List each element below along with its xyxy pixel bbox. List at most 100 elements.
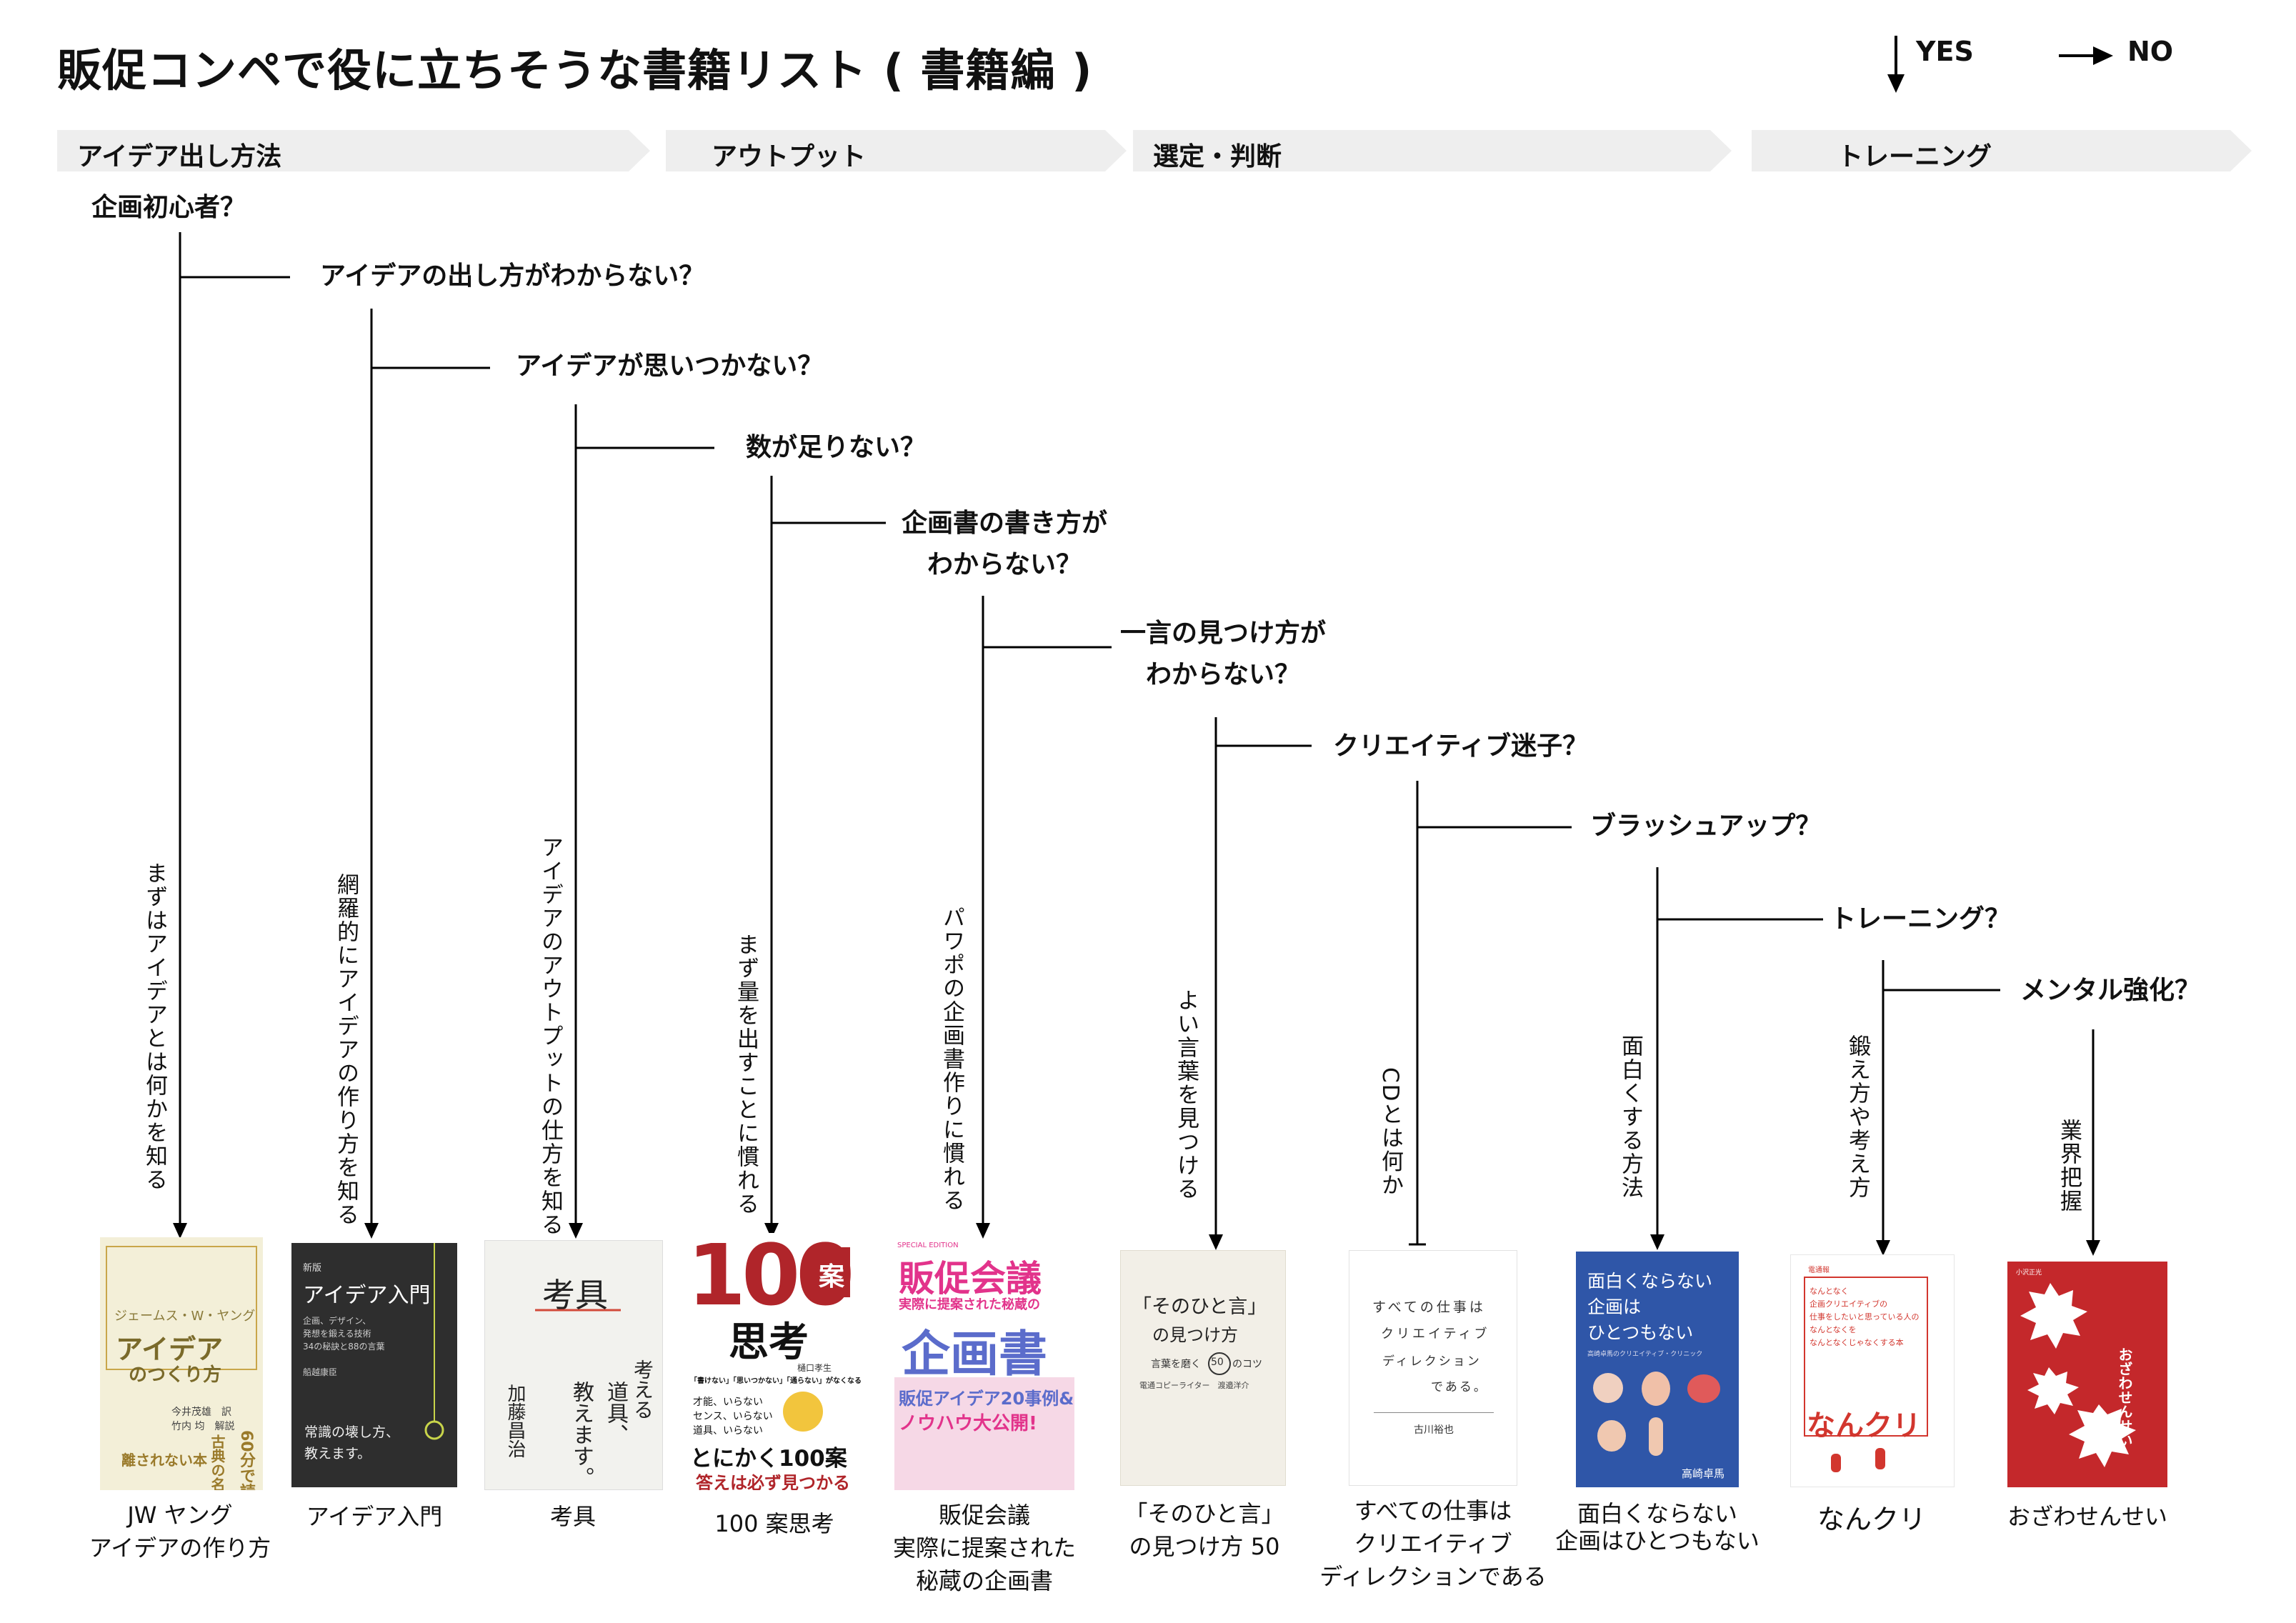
cover-copy: 道具、 (603, 1381, 628, 1445)
cover-tagline: 教えます。 (304, 1446, 371, 1462)
cover-tagline: 常識の壊し方、 (304, 1424, 400, 1440)
cover-copy: 道具、いらない (693, 1425, 763, 1437)
branch-label: まずはアイデアとは何かを知る (141, 862, 167, 1192)
category-label: 選定・判断 (1153, 142, 1282, 171)
cover-author: 樋口孝生 (797, 1363, 832, 1373)
category-band-idea: アイデア出し方法 (57, 130, 650, 171)
person-icon (1831, 1454, 1841, 1472)
book-cover-idea-intro[interactable]: 新版 アイデア入門 企画、デザイン、 発想を鍛える技術 34の秘訣と88の言葉 … (291, 1243, 457, 1487)
category-band-output: アウトプット (666, 130, 1127, 171)
book-cover-omoshiroku[interactable]: 面白くならない 企画は ひとつもない 高崎卓馬のクリエイティブ・クリニック 高崎… (1576, 1252, 1739, 1487)
legend-no-label: NO (2127, 36, 2174, 67)
category-label: アイデア出し方法 (77, 142, 282, 171)
legend: YES NO (1872, 29, 2200, 93)
book-cover-kougu[interactable]: 考具 考える 道具、 教えます。 加藤昌治 (484, 1240, 663, 1490)
category-band-selection: 選定・判断 (1133, 130, 1732, 171)
branch-label: 鍛え方や考え方 (1845, 1034, 1870, 1199)
book-cover-creative-direction[interactable]: すべての仕事は クリエイティブ ディレクション である。 古川裕也 (1349, 1250, 1517, 1486)
cover-subtitle: の見つけ方 (1152, 1325, 1238, 1345)
question-find-phrase: 一言の見つけ方が わからない？ (1120, 619, 1327, 689)
question-creative-lost: クリエイティブ迷子？ (1333, 731, 1589, 761)
book-caption: 販促会議 実際に提案された 秘蔵の企画書 (892, 1502, 1076, 1594)
question-no-ideas: アイデアが思いつかない？ (516, 351, 824, 381)
person-icon (1875, 1448, 1885, 1469)
band-arrow-shape (1133, 130, 1732, 171)
down-arrow-icon (1887, 36, 1905, 93)
legend-yes-label: YES (1916, 36, 1974, 67)
book-caption: 100 案思考 (714, 1510, 834, 1537)
cover-copy: のコツ (1232, 1359, 1262, 1370)
branch-label: 網羅的にアイデアの作り方を知る (333, 873, 359, 1227)
cover-copy: 才能、いらない (693, 1397, 763, 1408)
cover-sticker (783, 1392, 823, 1432)
cover-subtitle: 実際に提案された秘蔵の (899, 1297, 1040, 1312)
cover-title: 考具 (542, 1276, 608, 1314)
branch-label: まず量を出すことに慣れる (733, 933, 759, 1216)
cover-title: なんクリ (1807, 1409, 1921, 1442)
branch-label: パワポの企画書作りに慣れる (939, 906, 964, 1212)
ear-icon (1642, 1372, 1670, 1406)
cover-title: 「そのひと言」 (1132, 1296, 1267, 1318)
band-arrow-shape (1752, 130, 2252, 171)
question-brushup: ブラッシュアップ？ (1590, 812, 1822, 841)
cover-tagline: 「書けない」「思いつかない」「通らない」がなくなる (690, 1377, 862, 1385)
cover-frame (106, 1246, 257, 1370)
cover-band-text: 古典の名著 (209, 1434, 226, 1490)
cover-circle (1208, 1352, 1231, 1375)
book-cover-100-ideas[interactable]: 100 案 思考 樋口孝生 「書けない」「思いつかない」「通らない」がなくなる … (686, 1233, 864, 1490)
book-cover-sono-hitokoto[interactable]: 「そのひと言」 の見つけ方 言葉を磨く 50 のコツ 電通コピーライター 渡邉洋… (1120, 1250, 1286, 1486)
question-not-enough: 数が足りない？ (746, 433, 927, 462)
book-cover-idea-making[interactable]: ジェームス・W・ヤング アイデア のつくり方 今井茂雄 訳 竹内 均 解説 60… (100, 1237, 263, 1490)
cover-band-text: 60分で読める (237, 1430, 255, 1490)
cover-author: 電通コピーライター 渡邉洋介 (1139, 1381, 1249, 1390)
cover-title: アイデア (116, 1334, 224, 1365)
cover-number: 50 (1211, 1357, 1224, 1368)
cover-author: 古川裕也 (1414, 1424, 1454, 1436)
cover-label: SPECIAL EDITION (897, 1242, 959, 1249)
band-arrow-shape (57, 130, 650, 171)
question-mental: メンタル強化？ (2020, 976, 2201, 1005)
book-caption: 「そのひと言」 の見つけ方 50 (1124, 1500, 1284, 1560)
cover-badge-text: 案 (819, 1262, 845, 1292)
cover-copy: なんとなくじゃなくする本 (1810, 1338, 1904, 1347)
cover-title: ディレクション (1382, 1354, 1482, 1369)
cover-title: 企画は (1587, 1297, 1642, 1317)
cover-title: おざわせんせい (2116, 1347, 2133, 1447)
cover-title: 販促会議 (899, 1258, 1042, 1299)
cover-title: アイデア入門 (303, 1283, 431, 1308)
cover-rule (1374, 1412, 1494, 1413)
branch-label: アイデアのアウトプットの仕方を知る (537, 836, 563, 1237)
cover-title: 思考 (729, 1319, 809, 1366)
book-caption: 考具 (549, 1503, 596, 1530)
cover-author: 加藤昌治 (504, 1384, 526, 1458)
cover-copy: 考える (631, 1359, 654, 1419)
finger-icon (1649, 1417, 1663, 1456)
book-caption: アイデア入門 (306, 1503, 443, 1530)
cover-subtitle: のつくり方 (129, 1364, 222, 1386)
book-caption: 面白くならない 企画はひとつもない (1555, 1500, 1760, 1554)
cover-title: である。 (1431, 1380, 1488, 1394)
cover-band-text: 離されない本 (121, 1452, 207, 1469)
underline-mark (535, 1309, 621, 1312)
book-caption: おざわせんせい (2007, 1503, 2167, 1530)
cover-subtitle: 高崎卓馬のクリエイティブ・クリニック (1587, 1351, 1703, 1358)
branch-label: 業界把握 (2056, 1119, 2082, 1213)
cover-label: 電通報 (1808, 1267, 1830, 1274)
cover-headline: とにかく100案 (690, 1446, 847, 1472)
book-cover-ozawa-sensei[interactable]: おざわせんせい 小沢正光 (2007, 1262, 2167, 1487)
cover-subtitle: 企画、デザイン、 (303, 1316, 371, 1326)
cover-headline: ノウハウ大公開! (899, 1413, 1037, 1434)
question-beginner: 企画初心者？ (91, 193, 246, 222)
book-cover-nankuri[interactable]: 電通報 なんとなく 企画クリエイティブの 仕事をしたいと思っている人の なんとな… (1790, 1254, 1955, 1487)
branch-label: CDとは何か (1377, 1067, 1403, 1197)
light-bulb-icon (424, 1243, 444, 1440)
book-cover-hansoku-kaigi[interactable]: SPECIAL EDITION 販促会議 実際に提案された秘蔵の 企画書 販促ア… (894, 1240, 1074, 1490)
eye-icon (1593, 1373, 1623, 1403)
cover-badge (814, 1247, 850, 1297)
cover-title: 面白くならない (1587, 1271, 1713, 1292)
cover-title: クリエイティブ (1381, 1327, 1490, 1342)
cover-copy: 言葉を磨く (1151, 1359, 1201, 1370)
cover-illustration (894, 1377, 1074, 1490)
cover-copy: 企画クリエイティブの (1810, 1299, 1888, 1309)
